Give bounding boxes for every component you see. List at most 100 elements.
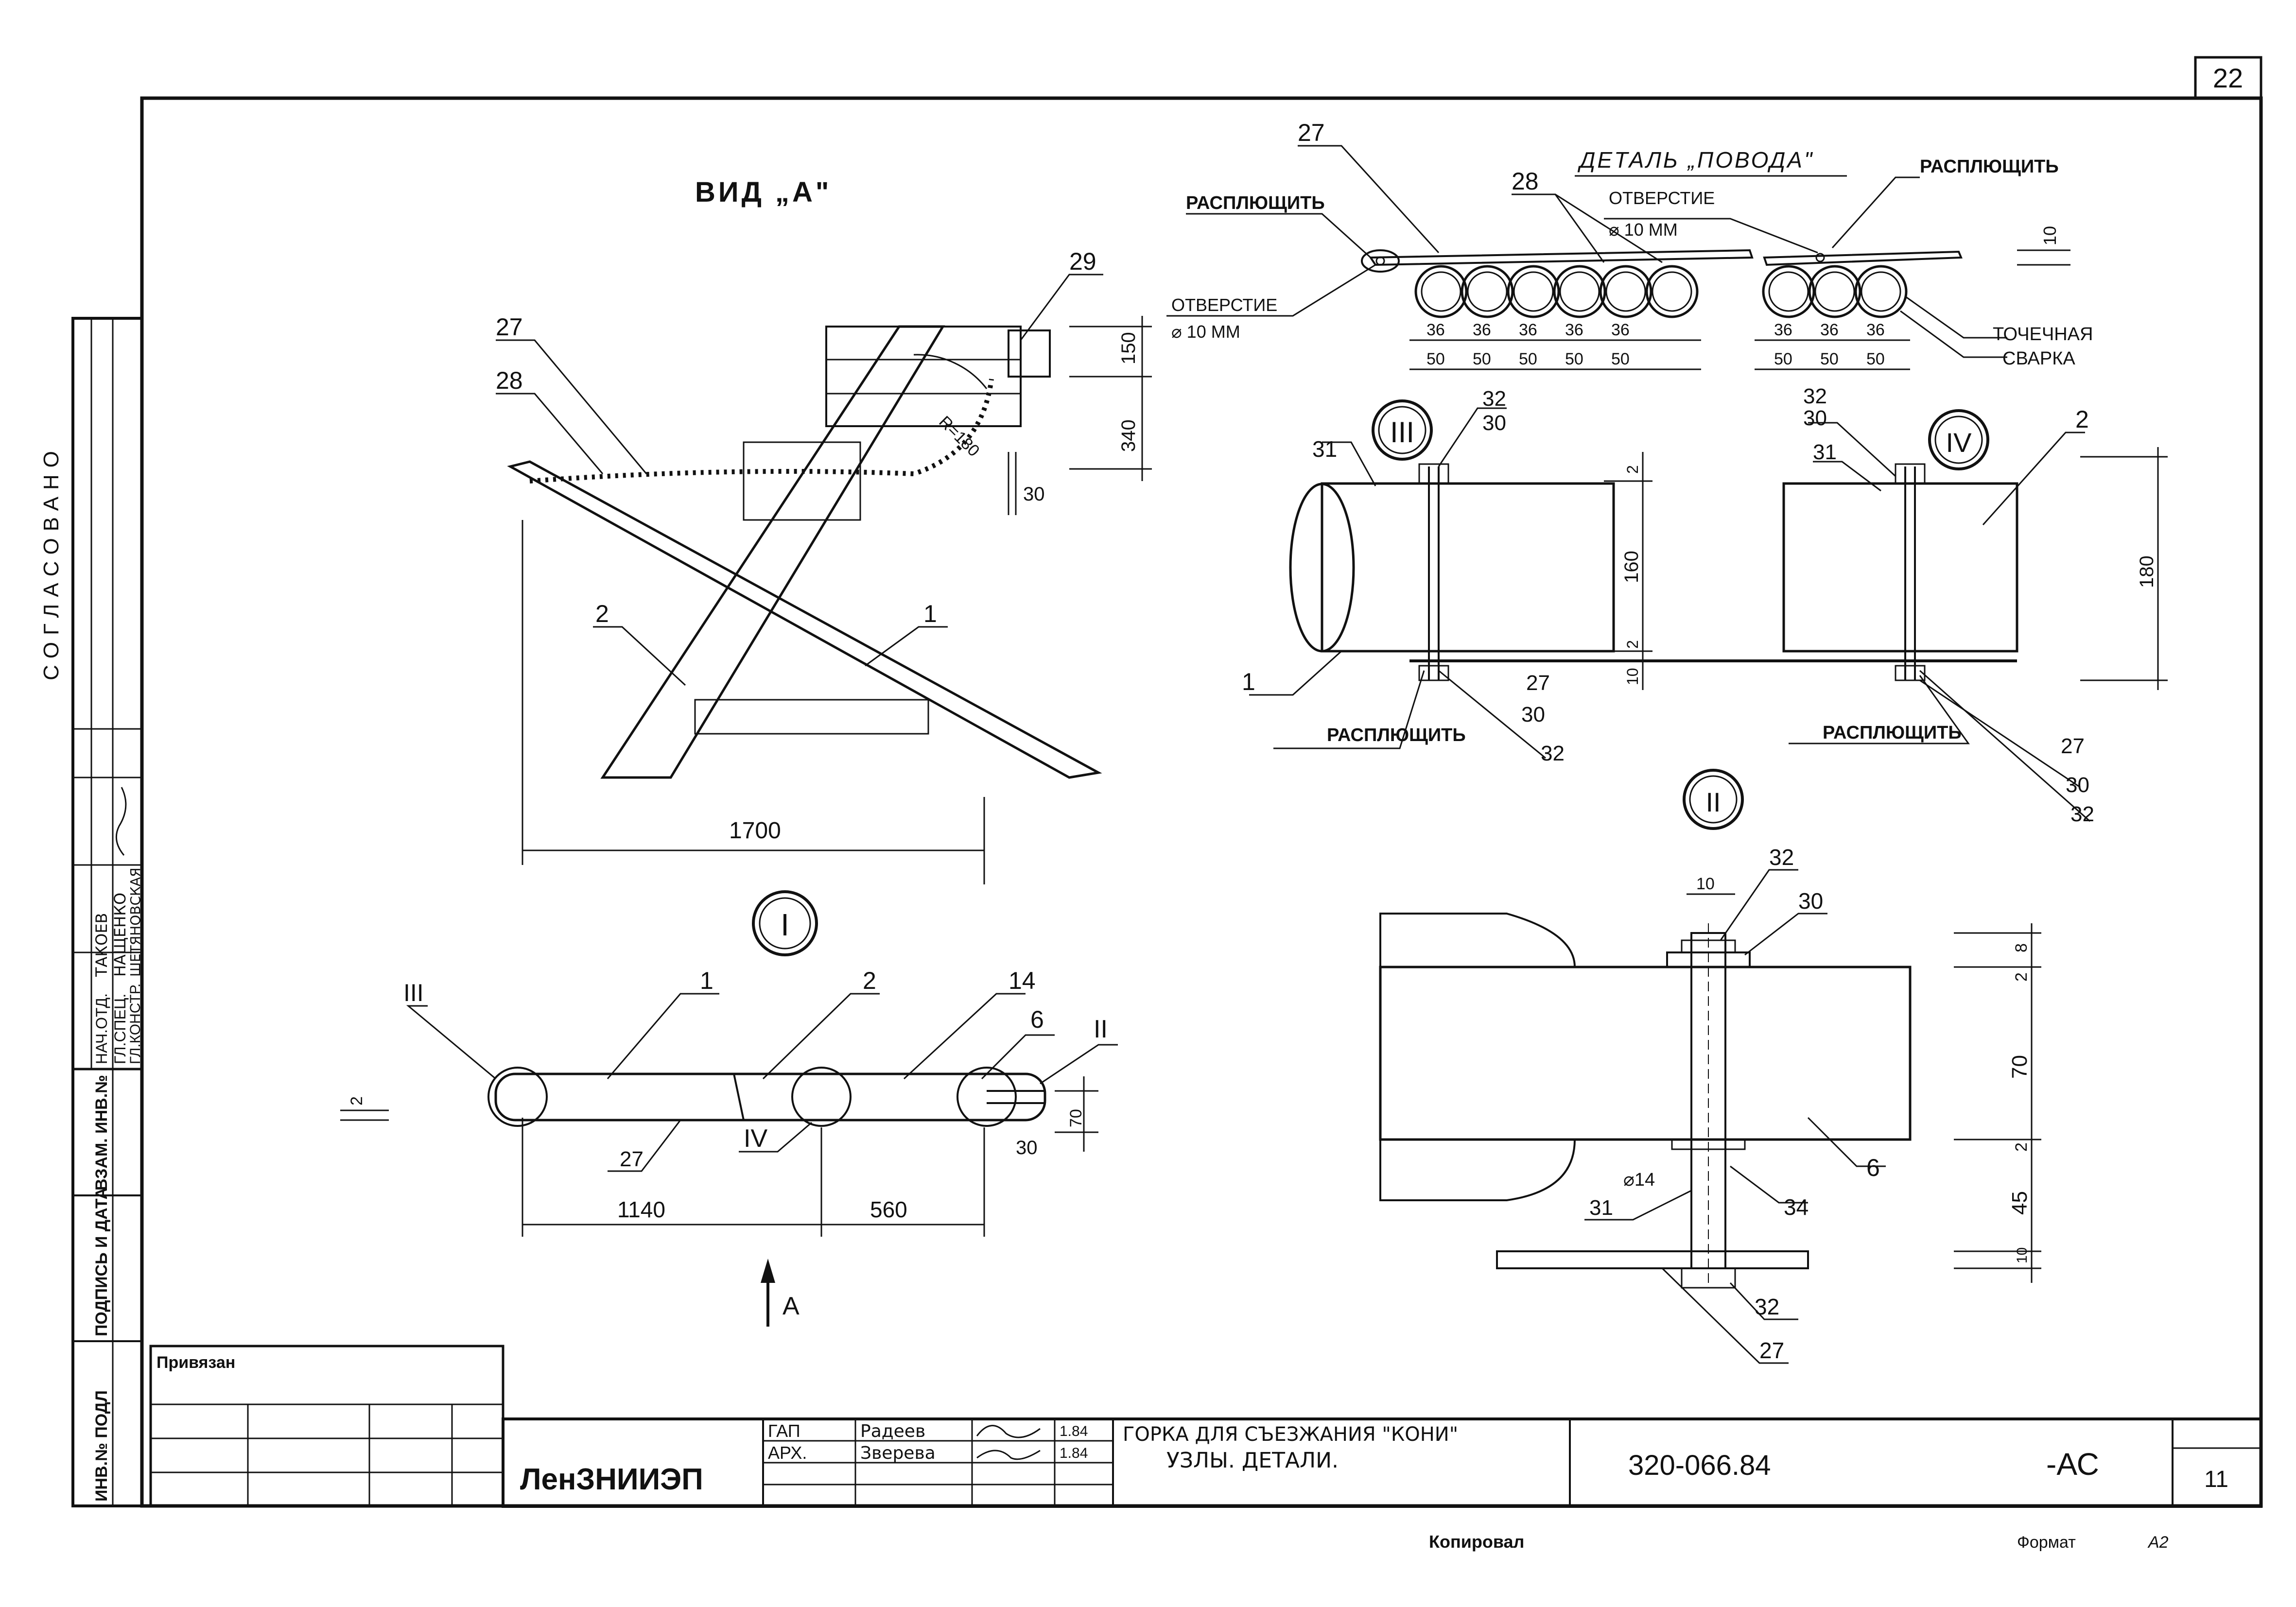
title-block: Привязан ЛенЗНИИЭП ГАП АРХ. Радеев Звере… xyxy=(149,1345,2262,1508)
pos-31-n3: 31 xyxy=(1312,436,1337,462)
dim-10-lead: 10 xyxy=(2040,226,2060,245)
node2-dim-70: 70 xyxy=(2008,1055,2032,1079)
pos-30-n4: 30 xyxy=(1803,406,1827,430)
sheet-frame: 22 xyxy=(140,56,2263,1508)
signature-mark xyxy=(115,787,127,856)
plan-dim-70: 70 xyxy=(1067,1109,1085,1127)
pos-34: 34 xyxy=(1784,1194,1809,1220)
pos-1-n3: 1 xyxy=(1242,668,1255,695)
role-2: ГЛ.СПЕЦ. xyxy=(111,994,129,1064)
flatten-left: РАСПЛЮЩИТЬ xyxy=(1186,193,1325,213)
pos-2-n4: 2 xyxy=(2075,406,2089,433)
format-value: А2 xyxy=(2147,1533,2169,1552)
node2-dim-10b: 10 xyxy=(2014,1247,2030,1263)
date-1: 1.84 xyxy=(1060,1423,1088,1439)
dim-1140: 1140 xyxy=(617,1197,665,1222)
beam-2 xyxy=(600,325,945,779)
exchange-label: ВЗАМ. ИНВ.№ xyxy=(92,1075,111,1191)
node2-dim-45: 45 xyxy=(2008,1191,2032,1215)
pos-32-n3-top: 32 xyxy=(1482,387,1506,411)
plan-view: I 1140 560 2 70 30 III 1 2 14 6 II xyxy=(340,890,1118,1327)
lead-chain xyxy=(529,379,994,484)
role-gap: ГАП xyxy=(768,1421,800,1441)
d36-8: 36 xyxy=(1866,321,1885,339)
pos-27-plan: 27 xyxy=(620,1147,644,1171)
flatten-node4: РАСПЛЮЩИТЬ xyxy=(1823,723,1962,743)
d36-5: 36 xyxy=(1611,321,1630,339)
pos-31-n2: 31 xyxy=(1589,1196,1613,1220)
name-gap: Радеев xyxy=(860,1421,925,1441)
pos-32-n2-top: 32 xyxy=(1769,845,1794,870)
spot-weld-1: ТОЧЕЧНАЯ xyxy=(1993,324,2093,345)
d50-1: 50 xyxy=(1426,350,1445,368)
pos-30-n2: 30 xyxy=(1798,888,1823,914)
pos-node2-ref: II xyxy=(1094,1015,1108,1043)
pos-2-plan: 2 xyxy=(863,967,876,994)
pos-27-view-a: 27 xyxy=(496,313,523,341)
pos-32-n2-bottom: 32 xyxy=(1755,1294,1779,1319)
inv-label: ИНВ.№ ПОДЛ xyxy=(92,1390,111,1502)
node3-dim-10: 10 xyxy=(1624,668,1641,685)
node2-dim-2a: 2 xyxy=(2012,972,2031,982)
node-3-label: III xyxy=(1390,416,1414,449)
pos-2-view-a: 2 xyxy=(595,600,609,627)
format-label: Формат xyxy=(2017,1533,2076,1552)
hole-top-size: ⌀ 10 ММ xyxy=(1609,220,1678,240)
lead-rings xyxy=(1414,265,1908,318)
arrow-a-head xyxy=(761,1259,775,1283)
d50-3: 50 xyxy=(1519,350,1537,368)
node3-dim-160: 160 xyxy=(1621,551,1642,583)
doc-suffix: -АС xyxy=(2046,1447,2099,1482)
organization: ЛенЗНИИЭП xyxy=(520,1463,703,1496)
pos-27-n2: 27 xyxy=(1759,1338,1784,1363)
d50-5: 50 xyxy=(1611,350,1630,368)
flatten-right: РАСПЛЮЩИТЬ xyxy=(1920,156,2059,177)
pos-27-n4: 27 xyxy=(2061,734,2085,758)
plan-dim-30: 30 xyxy=(1016,1137,1038,1158)
bound-label: Привязан xyxy=(157,1353,235,1372)
pos-30-n3: 30 xyxy=(1521,703,1545,726)
role-arch: АРХ. xyxy=(768,1443,807,1463)
pos-27-n3: 27 xyxy=(1526,671,1550,695)
node2-dim-2b: 2 xyxy=(2012,1142,2031,1152)
node2-diameter: ⌀14 xyxy=(1623,1170,1655,1190)
hole-left-label: ОТВЕРСТИЕ xyxy=(1171,295,1277,315)
view-a-title: ВИД „А" xyxy=(695,176,832,208)
name-1: ТАКОЕВ xyxy=(92,913,111,977)
pos-32-n3: 32 xyxy=(1541,742,1565,765)
sheet-no: 11 xyxy=(2204,1467,2228,1492)
radius-label: R=180 xyxy=(935,413,983,460)
pos-6-plan: 6 xyxy=(1030,1006,1044,1033)
d36-2: 36 xyxy=(1473,321,1491,339)
arrow-a-label: А xyxy=(783,1292,800,1320)
d36-4: 36 xyxy=(1565,321,1583,339)
project-title-2: УЗЛЫ. ДЕТАЛИ. xyxy=(1166,1448,1339,1473)
detail-lead: ДЕТАЛЬ „ПОВОДА" 36 36 36 36 36 36 xyxy=(1166,119,2093,370)
d50-2: 50 xyxy=(1473,350,1491,368)
beam-1 xyxy=(507,460,1102,779)
hole-top-label: ОТВЕРСТИЕ xyxy=(1609,188,1715,208)
view-a-width: 1700 xyxy=(729,818,781,844)
pos-32-n4: 32 xyxy=(1803,384,1827,408)
dim-30: 30 xyxy=(1023,484,1045,505)
pos-node4-ref: IV xyxy=(744,1124,767,1153)
d50-8: 50 xyxy=(1866,350,1885,368)
dim-340: 340 xyxy=(1118,419,1139,452)
node-2: II 8 2 70 2 45 10 10 32 30 6 34 ⌀14 xyxy=(1379,769,2041,1364)
d36-6: 36 xyxy=(1774,321,1792,339)
d50-7: 50 xyxy=(1820,350,1839,368)
node2-dim-8: 8 xyxy=(2012,943,2031,952)
pos-28-lead: 28 xyxy=(1512,168,1539,195)
view-a: ВИД „А" R=180 1700 150 340 30 27 28 xyxy=(496,176,1152,884)
node2-dim-10: 10 xyxy=(1696,875,1715,893)
name-2: НАЩЕНКО xyxy=(111,893,129,977)
spot-weld-2: СВАРКА xyxy=(2002,348,2075,369)
hole-left-size: ⌀ 10 ММ xyxy=(1171,322,1240,342)
agreed-label: СОГЛАСОВАНО xyxy=(39,444,63,680)
node-4: IV 180 32 30 31 2 РАСПЛЮЩИТЬ 27 30 32 xyxy=(1730,384,2168,826)
signature-arch xyxy=(976,1450,1041,1460)
doc-number: 320-066.84 xyxy=(1628,1450,1771,1481)
flatten-node3: РАСПЛЮЩИТЬ xyxy=(1327,725,1466,745)
pos-30-n3-top: 30 xyxy=(1482,411,1506,435)
